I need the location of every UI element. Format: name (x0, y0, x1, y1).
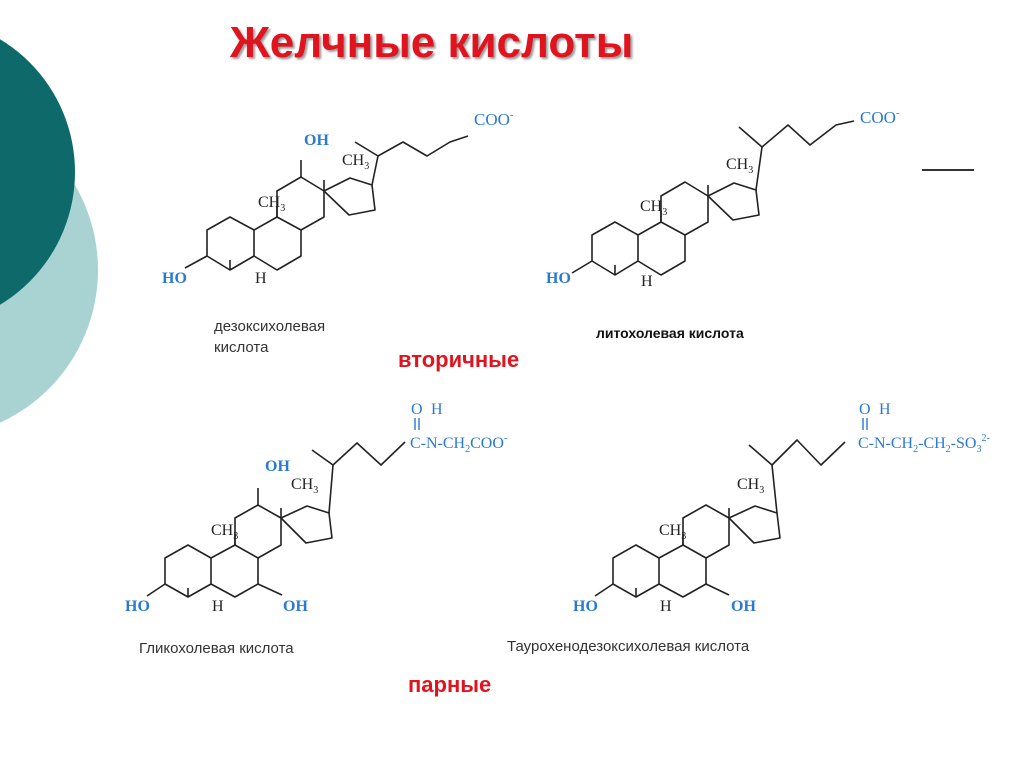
carbonyl-bond (414, 418, 420, 430)
oh-7-label: OH (283, 598, 308, 615)
section-secondary-label: вторичные (398, 347, 520, 372)
carboxylate-label: COO- (474, 109, 514, 129)
ch3-lower-label: CH3 (640, 198, 667, 218)
ho-3-label: HO (162, 270, 187, 287)
steroid-skeleton (571, 120, 855, 276)
taurochenodeoxycholic-structure: O H C-N-CH2-CH2-SO32- CH3 CH3 HO H OH (573, 401, 990, 615)
carbonyl-o-label: O (411, 401, 423, 418)
lithocholic-name: литохолевая кислота (596, 325, 744, 341)
molecule-lithocholic: COO- CH3 CH3 HO H литохолевая кислота (540, 95, 920, 355)
ch3-lower-label: CH3 (659, 522, 686, 542)
steroid-skeleton (146, 441, 406, 598)
ch3-upper-label: CH3 (342, 152, 369, 172)
deoxycholic-name: дезоксихолевая кислота (214, 318, 326, 356)
ho-3-label: HO (546, 270, 571, 287)
carboxylate-label: COO- (860, 107, 900, 127)
amide-h-label: H (879, 401, 891, 418)
decorative-circles (0, 39, 98, 423)
separator-dash (922, 169, 974, 171)
molecule-deoxycholic: COO- OH CH3 CH3 HO H дезоксихолевая кисл… (150, 90, 530, 356)
glycocholic-name: Гликохолевая кислота (139, 640, 294, 657)
lithocholic-structure: COO- CH3 CH3 HO H (546, 107, 900, 290)
oh-12-label: OH (265, 458, 290, 475)
carbonyl-o-label: O (859, 401, 871, 418)
amide-h-label: H (431, 401, 443, 418)
ch3-lower-label: CH3 (211, 522, 238, 542)
h-5-label: H (212, 598, 224, 615)
h-5-label: H (255, 270, 267, 287)
dark-teal-circle (0, 39, 75, 305)
oh-12-label: OH (304, 132, 329, 149)
ch3-lower-label: CH3 (258, 194, 285, 214)
ch3-upper-label: CH3 (737, 476, 764, 496)
ho-3-label: HO (125, 598, 150, 615)
molecule-glycocholic: O H C-N-CH2COO- OH CH3 CH3 HO H OH Глико… (115, 390, 545, 670)
steroid-skeleton (594, 439, 846, 598)
taurochenodeoxycholic-name: Таурохенодезоксихолевая кислота (507, 638, 750, 655)
steroid-skeleton (184, 135, 469, 271)
molecule-taurochenodeoxycholic: O H C-N-CH2-CH2-SO32- CH3 CH3 HO H OH Та… (507, 390, 1020, 670)
ch3-upper-label: CH3 (291, 476, 318, 496)
ho-3-label: HO (573, 598, 598, 615)
glycocholic-structure: O H C-N-CH2COO- OH CH3 CH3 HO H OH (125, 401, 508, 615)
section-paired-label: парные (408, 672, 492, 697)
deoxycholic-structure: COO- OH CH3 CH3 HO H (162, 109, 514, 287)
oh-7-label: OH (731, 598, 756, 615)
h-5-label: H (660, 598, 672, 615)
ch3-upper-label: CH3 (726, 156, 753, 176)
glycine-conjugate-label: C-N-CH2COO- (410, 432, 508, 455)
h-5-label: H (641, 273, 653, 290)
slide-title: Желчные кислоты (230, 18, 634, 67)
carbonyl-bond (862, 418, 868, 430)
taurine-conjugate-label: C-N-CH2-CH2-SO32- (858, 433, 990, 455)
